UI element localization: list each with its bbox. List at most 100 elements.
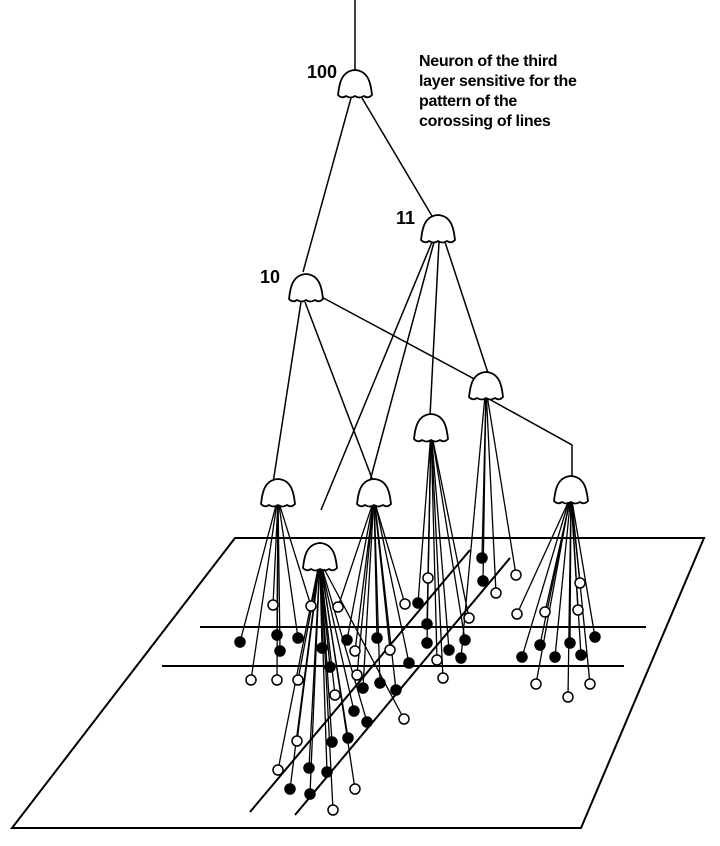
- receptor-fibers: [239, 397, 596, 811]
- receptor-fiber: [570, 501, 582, 656]
- receptor-dot-filled: [324, 661, 336, 673]
- receptor-dots: [234, 552, 601, 816]
- receptor-dot-empty: [398, 713, 410, 725]
- receptor-fiber: [374, 504, 397, 691]
- receptor-fiber: [571, 501, 596, 638]
- receptor-dot-empty: [572, 604, 584, 616]
- neuron-label-10: 10: [260, 267, 280, 287]
- receptor-fiber: [319, 568, 328, 773]
- receptor-dot-filled: [284, 783, 296, 795]
- receptor-dot-filled: [341, 634, 353, 646]
- neuron-e: [302, 542, 338, 572]
- receptor-fiber: [431, 439, 450, 651]
- caption-line-3: pattern of the: [419, 93, 518, 110]
- receptor-dot-empty: [463, 612, 475, 624]
- receptor-fiber: [426, 439, 432, 644]
- neuron-100: [337, 69, 373, 99]
- receptor-dot-filled: [342, 732, 354, 744]
- receptor-fiber: [417, 439, 431, 604]
- receptor-fiber: [321, 568, 368, 723]
- receptor-dot-empty: [562, 691, 574, 703]
- receptor-fiber: [571, 501, 591, 685]
- neuron-b: [356, 478, 392, 508]
- receptor-dot-filled: [303, 762, 315, 774]
- receptor-fiber: [250, 504, 278, 681]
- receptor-dot-filled: [271, 629, 283, 641]
- neuron-group: [260, 69, 589, 572]
- receptor-fiber: [567, 501, 572, 698]
- receptor-fiber: [432, 439, 466, 641]
- plane-line-diagonal-1: [249, 549, 471, 813]
- receptor-dot-filled: [274, 645, 286, 657]
- receptor-dot-filled: [361, 716, 373, 728]
- receptor-fiber: [321, 568, 356, 790]
- receptor-dot-empty: [267, 599, 279, 611]
- neuron-r: [468, 371, 504, 401]
- receptor-fiber: [346, 504, 374, 641]
- receptor-fiber: [239, 504, 277, 643]
- receptor-dot-empty: [351, 669, 363, 681]
- receptor-dot-empty: [349, 645, 361, 657]
- receptor-dot-filled: [421, 637, 433, 649]
- receptor-dot-empty: [245, 674, 257, 686]
- receptor-dot-empty: [384, 644, 396, 656]
- receptor-fiber: [430, 439, 444, 679]
- receptor-dot-empty: [327, 804, 339, 816]
- neuron-10: [288, 273, 324, 303]
- receptor-dot-filled: [412, 597, 424, 609]
- receptor-fiber: [278, 504, 299, 639]
- receptor-dot-filled: [348, 705, 360, 717]
- receptor-dot-filled: [292, 632, 304, 644]
- receptor-fiber: [321, 568, 355, 712]
- receptor-fiber: [362, 504, 375, 689]
- receptor-fiber: [516, 501, 569, 615]
- receptor-dot-empty: [431, 654, 443, 666]
- receptor-fiber: [320, 568, 336, 696]
- neuron-c: [413, 413, 449, 443]
- receptor-dot-filled: [304, 788, 316, 800]
- receptor-fiber: [432, 439, 470, 619]
- receptor-fiber: [356, 504, 374, 676]
- receptor-dot-empty: [510, 569, 522, 581]
- receptor-dot-filled: [374, 677, 386, 689]
- receptor-fiber: [373, 504, 381, 684]
- receptor-dot-filled: [476, 552, 488, 564]
- receptor-fiber: [309, 568, 321, 795]
- neuron-a: [260, 478, 296, 508]
- receptor-dot-filled: [589, 631, 601, 643]
- receptor-dot-empty: [539, 606, 551, 618]
- receptor-dot-empty: [574, 577, 586, 589]
- receptor-fiber: [535, 501, 570, 685]
- receptor-fiber: [375, 504, 410, 664]
- receptor-dot-empty: [422, 572, 434, 584]
- receptor-dot-filled: [403, 657, 415, 669]
- receptor-fiber: [374, 504, 406, 605]
- neuron-label-100: 100: [307, 62, 337, 82]
- receptor-fiber: [354, 504, 374, 652]
- receptor-dot-filled: [357, 682, 369, 694]
- receptor-dot-empty: [332, 601, 344, 613]
- receptor-fiber: [554, 501, 571, 658]
- receptor-dot-empty: [349, 783, 361, 795]
- receptor-dot-empty: [291, 735, 303, 747]
- neuron-d: [553, 475, 589, 505]
- receptor-dot-filled: [459, 634, 471, 646]
- receptor-dot-empty: [271, 674, 283, 686]
- receptor-dot-filled: [371, 632, 383, 644]
- receptor-fiber: [323, 568, 405, 720]
- receptor-dot-filled: [575, 649, 587, 661]
- caption-line-4: corossing of lines: [419, 113, 551, 130]
- receptor-plane: [9, 537, 706, 829]
- receptor-dot-empty: [399, 598, 411, 610]
- receptor-dot-filled: [549, 651, 561, 663]
- caption-line-2: layer sensitive for the: [419, 73, 577, 90]
- receptor-dot-empty: [305, 600, 317, 612]
- receptor-fiber: [482, 397, 487, 582]
- receptor-dot-empty: [272, 764, 284, 776]
- receptor-fiber: [521, 501, 570, 658]
- receptor-dot-filled: [326, 736, 338, 748]
- receptor-fiber: [430, 439, 438, 661]
- receptor-dot-empty: [490, 587, 502, 599]
- receptor-fiber: [272, 504, 279, 606]
